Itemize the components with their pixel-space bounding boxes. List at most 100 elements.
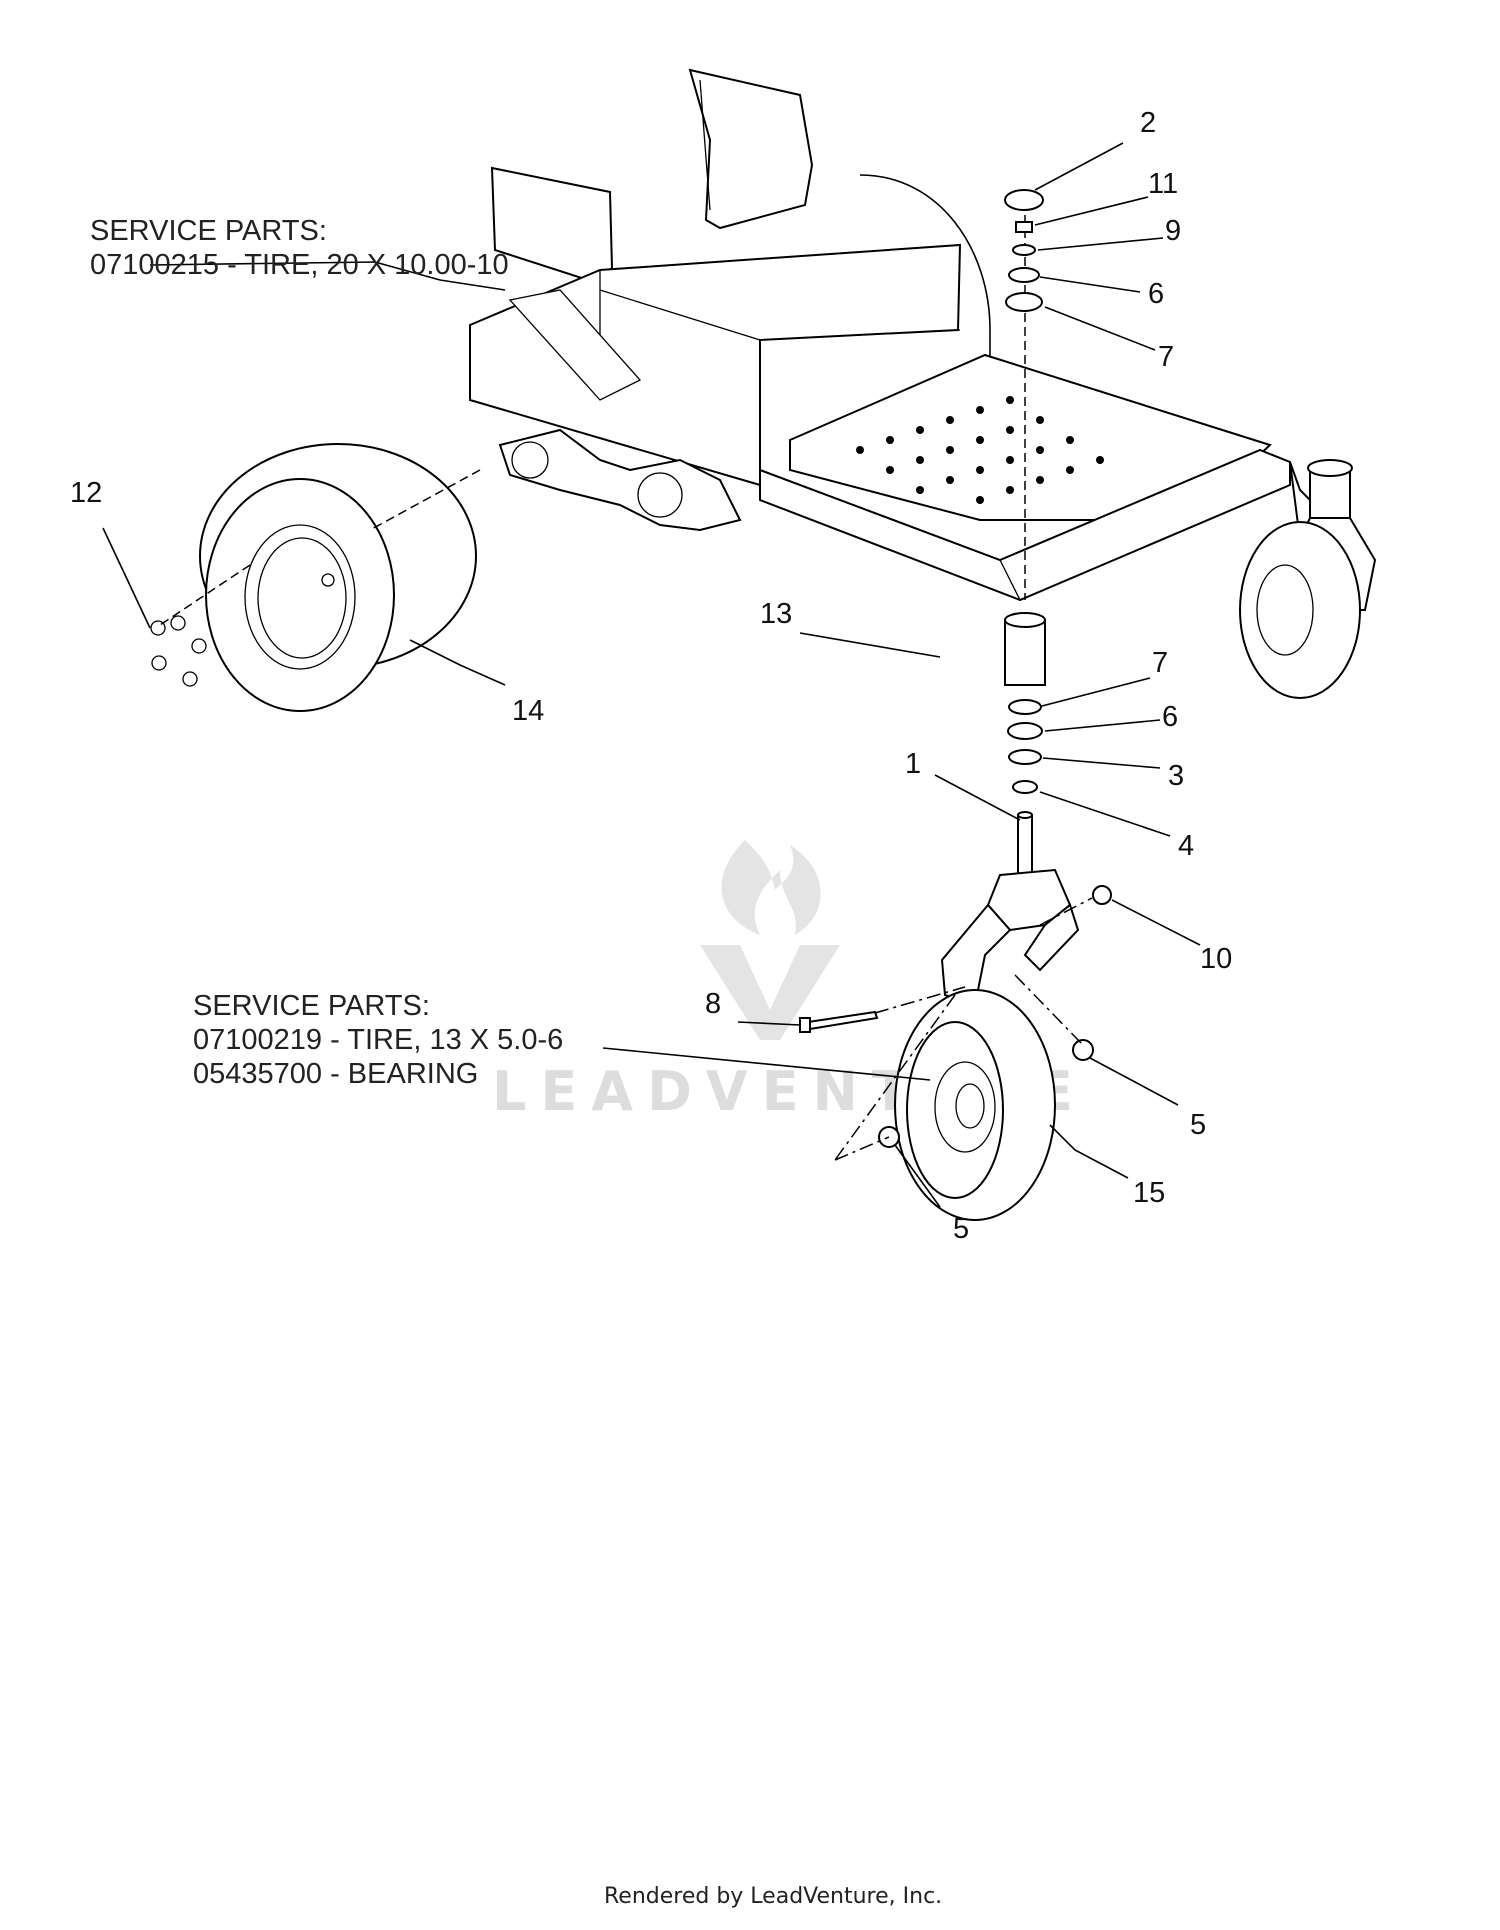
callouts: 2 11 9 6 7 12 14 13 7 6 1 3 4 10 8 5 15 … xyxy=(70,107,1232,1245)
leader-5a xyxy=(1089,1057,1179,1106)
part-seal-3 xyxy=(1008,749,1042,765)
fork-nut xyxy=(1092,885,1112,905)
callout-5: 5 xyxy=(1190,1109,1206,1141)
rear-wheel-centerline xyxy=(159,469,481,626)
right-bearing-line xyxy=(1014,974,1084,1046)
installed-front-caster xyxy=(1239,459,1377,699)
callout-8: 8 xyxy=(705,988,721,1020)
part-bearing-6-lower xyxy=(1007,722,1043,740)
callout-3: 3 xyxy=(1168,760,1184,792)
frame-side-plate xyxy=(490,166,614,284)
bearing-right xyxy=(1072,1039,1094,1061)
frame-rear-plate xyxy=(688,68,814,230)
callout-12: 12 xyxy=(70,477,102,509)
callout-7: 7 xyxy=(1152,647,1168,679)
leader-8 xyxy=(737,1021,801,1026)
lug-nut xyxy=(182,671,198,687)
callout-2: 2 xyxy=(1140,107,1156,139)
service-parts-front: SERVICE PARTS: 07100219 - TIRE, 13 X 5.0… xyxy=(193,990,563,1090)
lug-nut xyxy=(170,615,186,631)
leader-7b xyxy=(1041,677,1151,707)
leader-3 xyxy=(1042,757,1161,769)
left-bearing-line xyxy=(834,1136,890,1161)
leader-5b xyxy=(894,1144,941,1208)
service-front-heading: SERVICE PARTS: xyxy=(193,990,430,1022)
fork-spindle-top xyxy=(1017,811,1033,819)
callout-9: 9 xyxy=(1165,215,1181,247)
leader-10 xyxy=(1111,899,1201,946)
caster-stack xyxy=(1004,189,1044,794)
part-race-7-upper xyxy=(1005,292,1043,312)
callout-4: 4 xyxy=(1178,830,1194,862)
leader-9 xyxy=(1037,237,1164,251)
callout-15: 15 xyxy=(1133,1177,1165,1209)
frame-fender-arc xyxy=(859,174,991,360)
callout-6: 6 xyxy=(1148,278,1164,310)
lug-nuts xyxy=(150,615,207,687)
service-rear-heading: SERVICE PARTS: xyxy=(90,215,327,247)
part-nut-11 xyxy=(1015,221,1033,233)
rear-tire-valve xyxy=(321,573,335,587)
fork-nut-10 xyxy=(1092,885,1112,905)
rear-tire xyxy=(199,443,477,712)
callout-6: 6 xyxy=(1162,701,1178,733)
frame-bracket xyxy=(508,289,642,401)
part-spacer-4 xyxy=(1012,780,1038,794)
leader-lines xyxy=(102,142,1201,1208)
leader-11 xyxy=(1034,196,1149,226)
leader-6b xyxy=(1044,719,1161,732)
frame-rail-edge xyxy=(999,559,1021,601)
leader-4 xyxy=(1039,791,1171,837)
leader-12 xyxy=(102,527,151,629)
leader-15 xyxy=(1049,1124,1129,1179)
callout-10: 10 xyxy=(1200,943,1232,975)
callout-1: 1 xyxy=(905,748,921,780)
leader-front-service xyxy=(602,1047,931,1081)
frame-plate-edge xyxy=(699,79,711,211)
fork-leg-right xyxy=(1023,903,1080,972)
left-fork-line xyxy=(834,994,956,1161)
callout-13: 13 xyxy=(760,598,792,630)
caster-fork-exploded xyxy=(940,811,1080,1007)
service-parts-rear: SERVICE PARTS: 07100215 - TIRE, 20 X 10.… xyxy=(90,215,509,281)
leader-2 xyxy=(1034,142,1124,191)
caster-pivot-cap xyxy=(1307,459,1353,477)
leader-6a xyxy=(1039,276,1141,293)
leader-rear-service xyxy=(149,261,506,291)
rear-tire-rim-inner xyxy=(257,537,347,659)
part-race-7-lower xyxy=(1008,699,1042,715)
part-bearing-6-upper xyxy=(1008,267,1040,283)
service-front-line: 07100219 - TIRE, 13 X 5.0-6 xyxy=(193,1024,563,1056)
installed-caster-rim xyxy=(1256,564,1314,656)
axle-bolt-head xyxy=(799,1017,811,1033)
caster-tube xyxy=(1004,619,1046,686)
footer-credit: Rendered by LeadVenture, Inc. xyxy=(604,1884,942,1909)
callout-14: 14 xyxy=(512,695,544,727)
mower-frame xyxy=(469,68,1331,686)
leader-14 xyxy=(409,639,506,686)
callout-11: 11 xyxy=(1148,168,1178,200)
callout-7: 7 xyxy=(1158,341,1174,373)
axle-bolt xyxy=(799,1010,879,1033)
axle-bolt-shank xyxy=(806,1010,879,1031)
axle-hub xyxy=(511,441,549,479)
caster-tube-top xyxy=(1004,612,1046,628)
pump-pulley xyxy=(637,472,683,518)
caster-tire-hub xyxy=(955,1083,985,1129)
bolt-line xyxy=(874,986,966,1014)
floor-pan-holes xyxy=(856,396,1104,504)
part-dust-cap xyxy=(1004,189,1044,211)
front-caster-tire xyxy=(894,989,1056,1221)
part-washer-9 xyxy=(1012,244,1036,256)
fork-spindle xyxy=(1017,814,1033,876)
lug-nut xyxy=(191,638,207,654)
watermark-v-icon xyxy=(700,945,840,1040)
leader-7a xyxy=(1044,306,1156,351)
service-front-line: 05435700 - BEARING xyxy=(193,1058,478,1090)
leader-1 xyxy=(934,774,1021,821)
watermark-flame-icon xyxy=(721,840,821,935)
lug-nut xyxy=(151,655,167,671)
leader-13 xyxy=(799,632,941,658)
caster-assembly-lines xyxy=(834,897,1093,1161)
callout-5: 5 xyxy=(953,1213,969,1245)
